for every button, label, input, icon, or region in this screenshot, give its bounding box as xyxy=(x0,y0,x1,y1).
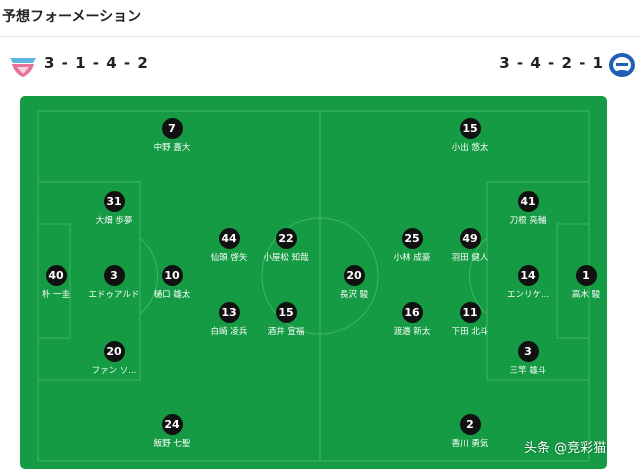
player-number-badge: 31 xyxy=(103,191,125,212)
player-name: 下田 北斗 xyxy=(451,327,489,337)
player-card[interactable]: 16 渡邉 新太 xyxy=(367,302,457,337)
player-name: 大畑 歩夢 xyxy=(95,216,133,226)
player-card[interactable]: 22 小屋松 知哉 xyxy=(241,228,331,263)
player-card[interactable]: 15 小出 悠太 xyxy=(425,118,515,153)
player-name: 高木 駿 xyxy=(571,290,601,300)
player-name: 朴 一圭 xyxy=(41,290,71,300)
player-card[interactable]: 1 高木 駿 xyxy=(541,265,607,300)
player-name: 香川 勇気 xyxy=(451,439,489,449)
player-number-badge: 1 xyxy=(575,265,597,286)
player-card[interactable]: 11 下田 北斗 xyxy=(425,302,515,337)
player-name: エンリケ... xyxy=(506,290,550,300)
player-number-badge: 7 xyxy=(161,118,183,139)
player-name: 白崎 凌兵 xyxy=(210,327,248,337)
home-formation: 3 - 1 - 4 - 2 xyxy=(44,54,149,72)
player-number-badge: 49 xyxy=(459,228,481,249)
watermark: 头条 @竞彩猫 xyxy=(524,441,607,456)
player-card[interactable]: 7 中野 嘉大 xyxy=(127,118,217,153)
sagan-tosu-logo-icon xyxy=(10,58,36,77)
player-card[interactable]: 24 飯野 七聖 xyxy=(127,414,217,449)
pitch: 7 中野 嘉大 31 大畑 歩夢 40 朴 一圭 3 エドゥアルド 20 ファン… xyxy=(20,96,607,469)
player-number-badge: 41 xyxy=(517,191,539,212)
player-card[interactable]: 20 ファン ソ... xyxy=(69,341,159,376)
player-name: 羽田 健人 xyxy=(451,253,489,263)
player-card[interactable]: 20 長沢 駿 xyxy=(309,265,399,300)
player-number-badge: 14 xyxy=(517,265,539,286)
player-name: 飯野 七聖 xyxy=(153,439,191,449)
player-number-badge: 40 xyxy=(45,265,67,286)
player-name: エドゥアルド xyxy=(88,290,140,300)
player-number-badge: 2 xyxy=(459,414,481,435)
away-formation: 3 - 4 - 2 - 1 xyxy=(499,54,604,72)
player-name: ファン ソ... xyxy=(91,366,137,376)
player-card[interactable]: 14 エンリケ... xyxy=(483,265,573,300)
player-name: 小屋松 知哉 xyxy=(263,253,309,263)
player-card[interactable]: 3 エドゥアルド xyxy=(69,265,159,300)
formation-bar: 3 - 1 - 4 - 2 3 - 4 - 2 - 1 xyxy=(0,48,640,82)
player-name: 長沢 駿 xyxy=(339,290,369,300)
player-number-badge: 16 xyxy=(401,302,423,323)
player-number-badge: 22 xyxy=(275,228,297,249)
player-card[interactable]: 15 酒井 宣福 xyxy=(241,302,331,337)
header: 予想フォーメーション xyxy=(0,0,640,38)
player-number-badge: 13 xyxy=(218,302,240,323)
player-name: 渡邉 新太 xyxy=(393,327,431,337)
player-card[interactable]: 31 大畑 歩夢 xyxy=(69,191,159,226)
divider xyxy=(0,36,640,37)
page-title: 予想フォーメーション xyxy=(2,9,142,25)
player-number-badge: 3 xyxy=(103,265,125,286)
player-card[interactable]: 40 朴 一圭 xyxy=(20,265,101,300)
player-number-badge: 24 xyxy=(161,414,183,435)
player-card[interactable]: 13 白崎 凌兵 xyxy=(184,302,274,337)
player-card[interactable]: 25 小林 成豪 xyxy=(367,228,457,263)
player-card[interactable]: 44 仙頭 啓矢 xyxy=(184,228,274,263)
player-number-badge: 15 xyxy=(275,302,297,323)
player-card[interactable]: 2 香川 勇気 xyxy=(425,414,515,449)
player-name: 三竿 雄斗 xyxy=(509,366,547,376)
player-name: 小林 成豪 xyxy=(393,253,431,263)
player-number-badge: 15 xyxy=(459,118,481,139)
player-name: 樋口 雄太 xyxy=(153,290,191,300)
player-name: 刀根 亮輔 xyxy=(509,216,547,226)
player-number-badge: 10 xyxy=(161,265,183,286)
oita-trinita-logo-icon xyxy=(609,53,635,77)
player-card[interactable]: 41 刀根 亮輔 xyxy=(483,191,573,226)
player-number-badge: 44 xyxy=(218,228,240,249)
player-number-badge: 25 xyxy=(401,228,423,249)
player-name: 仙頭 啓矢 xyxy=(210,253,248,263)
player-name: 酒井 宣福 xyxy=(267,327,305,337)
player-number-badge: 3 xyxy=(517,341,539,362)
player-number-badge: 20 xyxy=(103,341,125,362)
player-card[interactable]: 49 羽田 健人 xyxy=(425,228,515,263)
player-number-badge: 11 xyxy=(459,302,481,323)
player-name: 中野 嘉大 xyxy=(153,143,191,153)
player-name: 小出 悠太 xyxy=(451,143,489,153)
player-card[interactable]: 3 三竿 雄斗 xyxy=(483,341,573,376)
player-card[interactable]: 10 樋口 雄太 xyxy=(127,265,217,300)
player-number-badge: 20 xyxy=(343,265,365,286)
